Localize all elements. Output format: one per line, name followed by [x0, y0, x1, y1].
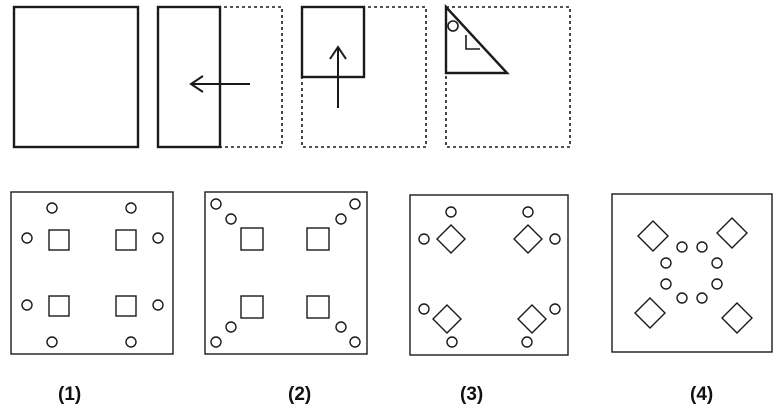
circle-hole: [125, 336, 137, 348]
fold-step-2: [156, 5, 283, 149]
square-hole: [240, 227, 264, 251]
option-1-frame: [10, 191, 174, 355]
diamond-hole: [634, 297, 666, 329]
diamond-hole: [432, 304, 462, 334]
circle-hole: [210, 336, 222, 348]
fold-step-3: [300, 5, 427, 148]
fold-step-4-triangle: [444, 3, 510, 75]
diamond-hole: [517, 304, 547, 334]
circle-hole: [696, 292, 708, 304]
option-2-label: (2): [288, 384, 312, 405]
square-hole: [306, 227, 330, 251]
circle-hole: [521, 336, 533, 348]
option-2-frame: [204, 191, 368, 355]
circle-hole: [21, 232, 33, 244]
circle-hole: [152, 299, 164, 311]
circle-hole: [446, 336, 458, 348]
square-hole: [240, 295, 264, 319]
circle-hole: [696, 241, 708, 253]
diamond-hole: [716, 217, 748, 249]
circle-hole: [711, 278, 723, 290]
circle-hole: [418, 303, 430, 315]
circle-hole: [418, 233, 430, 245]
circle-hole: [660, 278, 672, 290]
circle-hole: [210, 198, 222, 210]
diamond-hole: [637, 220, 669, 252]
square-hole: [48, 295, 70, 317]
circle-hole: [46, 336, 58, 348]
circle-hole: [125, 202, 137, 214]
diamond-hole: [721, 302, 753, 334]
circle-hole: [711, 257, 723, 269]
circle-hole: [46, 202, 58, 214]
option-3-figure: [409, 194, 569, 356]
option-1-figure: [10, 191, 174, 355]
square-hole: [306, 295, 330, 319]
option-4-figure: [611, 193, 773, 353]
square-hole: [115, 229, 137, 251]
up-arrow-head: [329, 45, 347, 60]
circle-hole: [225, 321, 237, 333]
option-1-label: (1): [58, 384, 82, 405]
fold-step-1-sheet: [12, 5, 140, 149]
circle-hole: [549, 303, 561, 315]
option-4-label: (4): [690, 384, 714, 405]
fold-step-4-outline: [445, 6, 571, 148]
circle-hole: [660, 257, 672, 269]
circle-hole: [676, 241, 688, 253]
circle-hole: [335, 213, 347, 225]
option-2-figure: [204, 191, 368, 355]
option-3-label: (3): [460, 384, 484, 405]
circle-hole: [349, 336, 361, 348]
circle-hole: [445, 206, 457, 218]
circle-hole: [676, 292, 688, 304]
circle-hole: [335, 321, 347, 333]
option-4-frame: [611, 193, 773, 353]
fold-step-2-folded-half: [156, 5, 222, 149]
diamond-hole: [513, 224, 543, 254]
circle-hole: [349, 198, 361, 210]
punched-circle-hole: [447, 20, 459, 32]
option-3-frame: [409, 194, 569, 356]
punched-square-hole: [465, 35, 480, 50]
square-hole: [115, 295, 137, 317]
fold-step-4: [444, 3, 571, 148]
diamond-hole: [436, 224, 466, 254]
fold-step-3-folded-quarter: [300, 5, 366, 79]
circle-hole: [522, 206, 534, 218]
circle-hole: [152, 232, 164, 244]
circle-hole: [21, 299, 33, 311]
circle-hole: [549, 233, 561, 245]
left-arrow-head: [189, 75, 204, 93]
square-hole: [48, 229, 70, 251]
circle-hole: [225, 213, 237, 225]
